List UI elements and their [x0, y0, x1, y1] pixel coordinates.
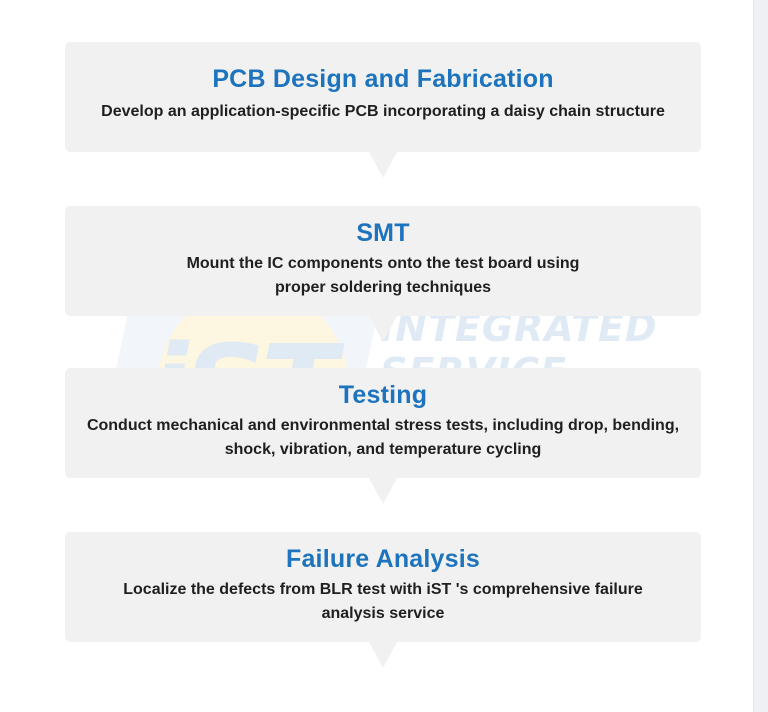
step-failure-analysis: Failure Analysis Localize the defects fr… [65, 532, 701, 668]
step-testing: Testing Conduct mechanical and environme… [65, 368, 701, 504]
step-title: Failure Analysis [285, 545, 481, 573]
step-title: SMT [356, 219, 410, 247]
step-description: Mount the IC components onto the test bo… [186, 255, 580, 296]
step-smt: SMT Mount the IC components onto the tes… [65, 206, 701, 342]
step-description: Conduct mechanical and environmental str… [86, 417, 680, 458]
step-title: PCB Design and Fabrication [212, 65, 554, 93]
page-edge [753, 0, 768, 712]
step-description: Develop an application-specific PCB inco… [101, 103, 665, 120]
step-title: Testing [338, 381, 428, 409]
step-pcb-design: PCB Design and Fabrication Develop an ap… [65, 42, 701, 178]
step-description: Localize the defects from BLR test with … [123, 581, 643, 622]
